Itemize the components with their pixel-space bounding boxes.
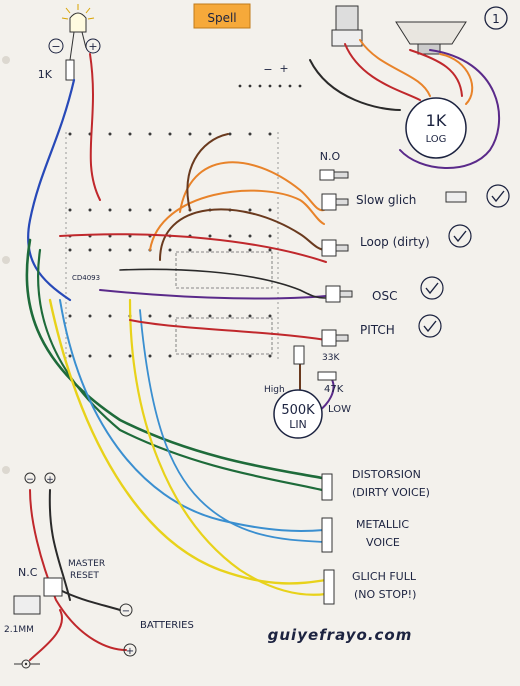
red-wire-speaker [344, 43, 421, 101]
brown-wire [186, 133, 229, 211]
svg-text:GLICH FULL: GLICH FULL [352, 570, 417, 583]
resistor-33k [293, 345, 305, 365]
svg-text:Loop (dirty): Loop (dirty) [360, 235, 430, 249]
page-number-badge: 1 [484, 6, 508, 30]
check-icon [486, 184, 510, 208]
orange-wire-speaker [439, 53, 474, 105]
svg-text:LIN: LIN [289, 418, 307, 431]
svg-text:1K: 1K [38, 68, 53, 81]
svg-text:500K: 500K [281, 403, 315, 418]
resistor-1k [65, 59, 75, 81]
red-wire-loop [59, 233, 327, 263]
website-url: guiyefrayo.com [268, 626, 413, 644]
green-wire-2 [37, 248, 324, 492]
svg-text:+: + [88, 40, 97, 53]
speaker-icon [395, 21, 467, 45]
switch-metallic[interactable]: METALLIC VOICE [321, 517, 409, 553]
svg-text:BATTERIES: BATTERIES [140, 620, 194, 631]
switch-slow-glich[interactable]: Slow glich [321, 184, 510, 211]
dc-polarity-icon [14, 659, 40, 669]
red-wire-jack [29, 609, 63, 661]
switch-distorsion[interactable]: DISTORSION (DIRTY VOICE) [321, 468, 430, 501]
svg-text:N.C: N.C [18, 566, 38, 579]
orange-wire-2 [149, 189, 325, 251]
svg-text:Slow glich: Slow glich [356, 193, 416, 207]
svg-text:+: + [46, 475, 54, 485]
power-section: − + N.C MASTER RESET 2.1MM − + BATTERIES [4, 472, 194, 669]
brown-wire-loop [159, 208, 327, 261]
pitch-resistors: 33K 47K [293, 345, 344, 395]
svg-text:VOICE: VOICE [366, 536, 400, 549]
yellow-wire-glich [48, 298, 328, 585]
svg-text:1K: 1K [426, 111, 447, 130]
title-box: Spell [193, 3, 251, 29]
svg-text:+: + [126, 646, 134, 657]
led: − + 1K [38, 4, 101, 81]
yellow-wire-2 [128, 298, 328, 596]
switch-osc[interactable]: OSC [325, 276, 444, 303]
svg-text:DISTORSION: DISTORSION [352, 468, 421, 481]
dc-jack[interactable] [13, 595, 41, 615]
wires [25, 39, 501, 661]
svg-text:2.1MM: 2.1MM [4, 625, 34, 635]
svg-text:MASTER: MASTER [68, 559, 105, 569]
switch-loop[interactable]: Loop (dirty) [321, 224, 472, 257]
red-wire-battery [29, 489, 127, 651]
check-icon [420, 276, 444, 300]
diagram-title: Spell [207, 11, 236, 25]
orange-wire-speaker-2 [359, 39, 431, 97]
blue-wire-2 [139, 309, 325, 543]
battery-clip-icon [445, 191, 467, 203]
paper-holes [2, 56, 10, 474]
header-pins [238, 84, 302, 88]
svg-text:47K: 47K [324, 384, 344, 395]
check-icon [448, 224, 472, 248]
svg-text:−: − [122, 606, 130, 617]
svg-text:PITCH: PITCH [360, 323, 395, 337]
blue-wire-metallic [59, 299, 325, 532]
svg-text:METALLIC: METALLIC [356, 518, 409, 531]
svg-text:−: − [263, 63, 272, 76]
orange-wire-slow-glich [179, 161, 325, 213]
red-wire-led [89, 53, 101, 201]
piezo-icon [335, 5, 359, 33]
switch-glich-full[interactable]: GLICH FULL (NO STOP!) [323, 569, 417, 605]
chip-label: CD4093 [72, 274, 100, 282]
svg-text:LOW: LOW [328, 404, 351, 415]
black-wire-speaker [309, 59, 401, 111]
svg-text:RESET: RESET [70, 571, 99, 581]
svg-text:+: + [279, 62, 288, 75]
switch-pitch[interactable]: PITCH [321, 314, 442, 347]
svg-text:(DIRTY VOICE): (DIRTY VOICE) [352, 486, 430, 499]
svg-text:(NO STOP!): (NO STOP!) [354, 588, 416, 601]
pitch-pot-500k[interactable]: 500K LIN High LOW [264, 385, 351, 439]
svg-text:N.O: N.O [320, 150, 341, 163]
black-wire-osc [119, 268, 327, 299]
volume-pot-1k [405, 97, 467, 159]
black-wire-battery [48, 489, 71, 601]
reset-switch[interactable] [43, 577, 63, 597]
svg-text:−: − [26, 475, 34, 485]
purple-wire-speaker [399, 49, 501, 169]
switch-no[interactable]: N.O [319, 150, 349, 181]
purple-wire-osc [99, 289, 327, 300]
ic-socket-2 [175, 317, 273, 355]
green-wire-distorsion [25, 238, 324, 480]
red-wire-pitch [129, 319, 327, 341]
check-icon [418, 314, 442, 338]
page-number: 1 [492, 12, 500, 26]
svg-text:33K: 33K [322, 353, 340, 363]
svg-text:OSC: OSC [372, 289, 397, 303]
red-wire-speaker-2 [409, 49, 463, 97]
svg-text:LOG: LOG [426, 134, 447, 145]
blue-wire-led [27, 78, 76, 302]
speaker-and-volume: 1K LOG − + [238, 5, 467, 159]
svg-text:−: − [51, 40, 60, 53]
black-wire-battery-2 [59, 589, 121, 611]
svg-text:High: High [264, 385, 285, 395]
switches: N.O Slow glich Loop (dirty) OSC [319, 150, 510, 347]
resistor-47k [317, 371, 337, 381]
